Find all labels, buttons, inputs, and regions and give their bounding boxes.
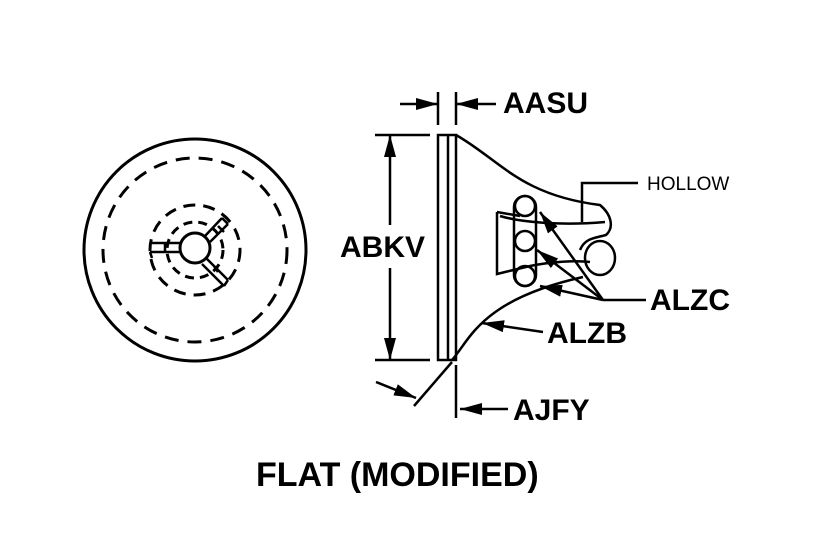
front-view: [82, 137, 308, 363]
hidden-middle-circle: [148, 203, 242, 297]
hollow-lower: [529, 259, 591, 268]
diagram-title: FLAT (MODIFIED): [256, 456, 539, 494]
label-aasu: AASU: [503, 87, 588, 120]
hub-circle: [178, 231, 212, 265]
hollow-circle: [583, 239, 617, 277]
label-ajfy: AJFY: [513, 394, 590, 427]
hollow-inner: [499, 214, 606, 225]
label-alzb: ALZB: [547, 317, 627, 350]
spoke-upper-right: [204, 217, 229, 243]
label-hollow: HOLLOW: [647, 174, 729, 195]
hidden-inner-circle: [165, 220, 225, 280]
hole-2: [513, 229, 537, 253]
top-profile: [455, 133, 613, 251]
hole-column: [512, 194, 538, 288]
side-view: [436, 133, 617, 362]
spoke-left: [148, 241, 180, 259]
label-abkv: ABKV: [340, 231, 425, 264]
dimensions: [375, 92, 646, 418]
label-alzc: ALZC: [650, 284, 730, 317]
hole-1: [513, 194, 537, 218]
hole-3: [513, 264, 537, 288]
outer-rim: [82, 137, 308, 363]
spoke-lower-right: [201, 257, 230, 287]
hidden-outer-circle: [101, 156, 289, 344]
